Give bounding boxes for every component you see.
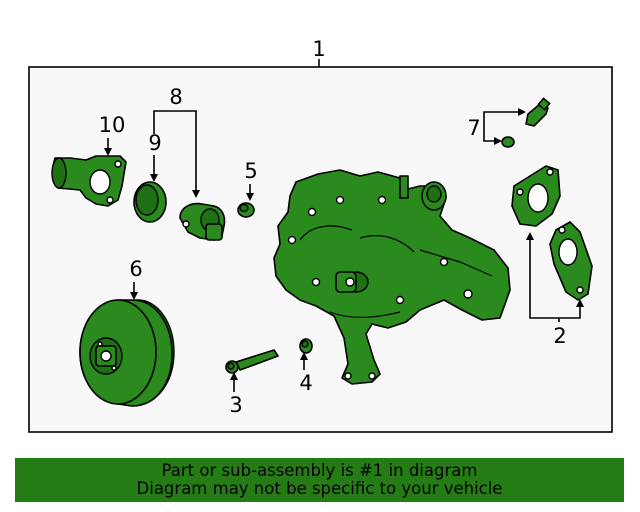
callout-2-leader: [529, 238, 581, 319]
part-9-seal[interactable]: [133, 181, 167, 223]
part-10-outlet[interactable]: [51, 155, 127, 207]
callout-2: 2: [553, 324, 566, 348]
part-6-pulley[interactable]: [79, 299, 175, 407]
callout-7-leader-a: [483, 111, 520, 128]
callout-1: 1: [312, 37, 325, 61]
callout-9: 9: [148, 131, 161, 155]
callout-4: 4: [299, 371, 312, 395]
callout-3: 3: [229, 393, 242, 417]
part-3-bolt[interactable]: [225, 349, 279, 374]
banner-line-1: Part or sub-assembly is #1 in diagram: [161, 461, 478, 480]
part-5-plug[interactable]: [237, 202, 255, 218]
disclaimer-banner: Part or sub-assembly is #1 in diagram Di…: [15, 458, 624, 502]
part-8-thermostat[interactable]: [179, 202, 226, 241]
callout-6: 6: [129, 257, 142, 281]
part-1-water-pump[interactable]: [273, 169, 511, 385]
callout-7-leader-b: [483, 128, 496, 142]
callout-7: 7: [467, 116, 480, 140]
callout-8-leader: [153, 110, 197, 190]
callout-5: 5: [244, 159, 257, 183]
callout-10: 10: [99, 113, 126, 137]
part-7-sensor[interactable]: [501, 97, 551, 148]
part-4-stud[interactable]: [299, 338, 313, 354]
callout-8: 8: [169, 85, 182, 109]
part-2-gaskets[interactable]: [511, 165, 593, 301]
banner-line-2: Diagram may not be specific to your vehi…: [136, 479, 503, 498]
